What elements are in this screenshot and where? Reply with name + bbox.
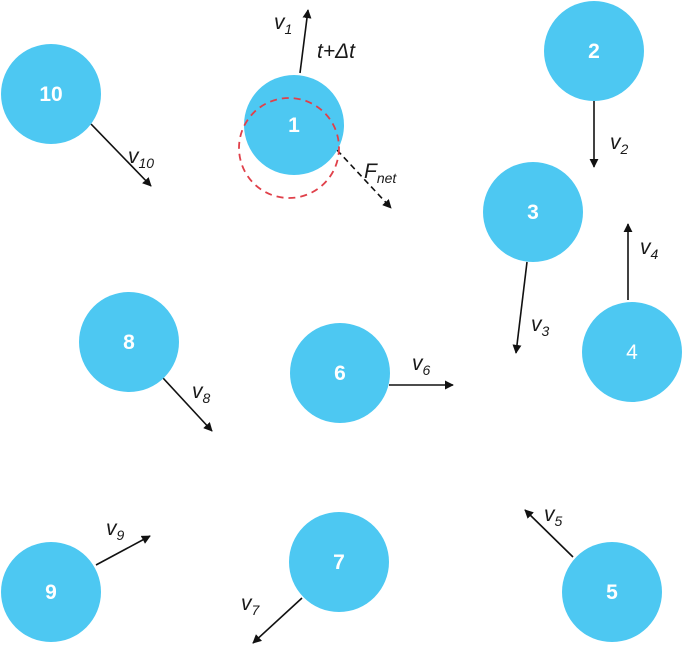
time-label: t+Δt bbox=[317, 40, 356, 63]
velocity-label-3: v3 bbox=[531, 313, 550, 339]
particle-10: 10 bbox=[1, 44, 101, 144]
particle-10-label: 10 bbox=[39, 83, 62, 106]
particle-3: 3 bbox=[483, 162, 583, 262]
velocity-label-1: v1 bbox=[274, 11, 292, 37]
velocity-arrow-8 bbox=[162, 377, 213, 432]
particle-4-disc bbox=[582, 302, 682, 402]
particle-9-label: 9 bbox=[45, 581, 57, 604]
particle-3-disc bbox=[483, 162, 583, 262]
particle-2: 2 bbox=[544, 1, 644, 101]
force-label: Fnet bbox=[364, 160, 397, 186]
velocity-label-4: v4 bbox=[640, 236, 659, 262]
force-arrow-net bbox=[336, 149, 392, 209]
particle-5: 5 bbox=[562, 542, 662, 642]
velocity-label-5: v5 bbox=[544, 503, 563, 529]
particle-5-label: 5 bbox=[606, 581, 618, 604]
velocity-arrow-5 bbox=[524, 509, 574, 558]
velocity-label-2: v2 bbox=[610, 131, 629, 157]
particle-8-disc bbox=[79, 292, 179, 392]
particle-2-label: 2 bbox=[588, 40, 600, 63]
particle-1-disc bbox=[244, 75, 344, 175]
particle-6-label: 6 bbox=[334, 362, 346, 385]
particle-2-disc bbox=[544, 1, 644, 101]
particle-7-label: 7 bbox=[333, 551, 345, 574]
velocity-label-8: v8 bbox=[192, 380, 211, 406]
velocity-arrow-7 bbox=[252, 597, 303, 644]
velocity-label-10: v10 bbox=[128, 145, 154, 171]
velocity-label-7: v7 bbox=[241, 592, 261, 618]
particle-10-disc bbox=[1, 44, 101, 144]
velocity-label-9: v9 bbox=[106, 517, 125, 543]
velocity-label-6: v6 bbox=[412, 352, 431, 378]
particle-6-disc bbox=[290, 323, 390, 423]
particle-5-disc bbox=[562, 542, 662, 642]
velocity-arrow-3 bbox=[512, 261, 528, 354]
particle-8: 8 bbox=[79, 292, 179, 392]
velocity-arrow-1 bbox=[299, 9, 312, 74]
particle-1-label: 1 bbox=[288, 114, 300, 137]
particle-9-disc bbox=[1, 542, 101, 642]
ghost-position-particle-1 bbox=[238, 97, 340, 199]
velocity-arrow-9 bbox=[95, 535, 151, 566]
particle-3-label: 3 bbox=[527, 201, 539, 224]
particle-7-disc bbox=[289, 512, 389, 612]
particle-6: 6 bbox=[290, 323, 390, 423]
particle-1: 1 bbox=[244, 75, 344, 175]
particle-9: 9 bbox=[1, 542, 101, 642]
particle-4: 4 bbox=[582, 302, 682, 402]
particle-8-label: 8 bbox=[123, 331, 135, 354]
particle-7: 7 bbox=[289, 512, 389, 612]
particle-4-label: 4 bbox=[626, 341, 638, 364]
velocity-arrow-10 bbox=[90, 123, 152, 187]
